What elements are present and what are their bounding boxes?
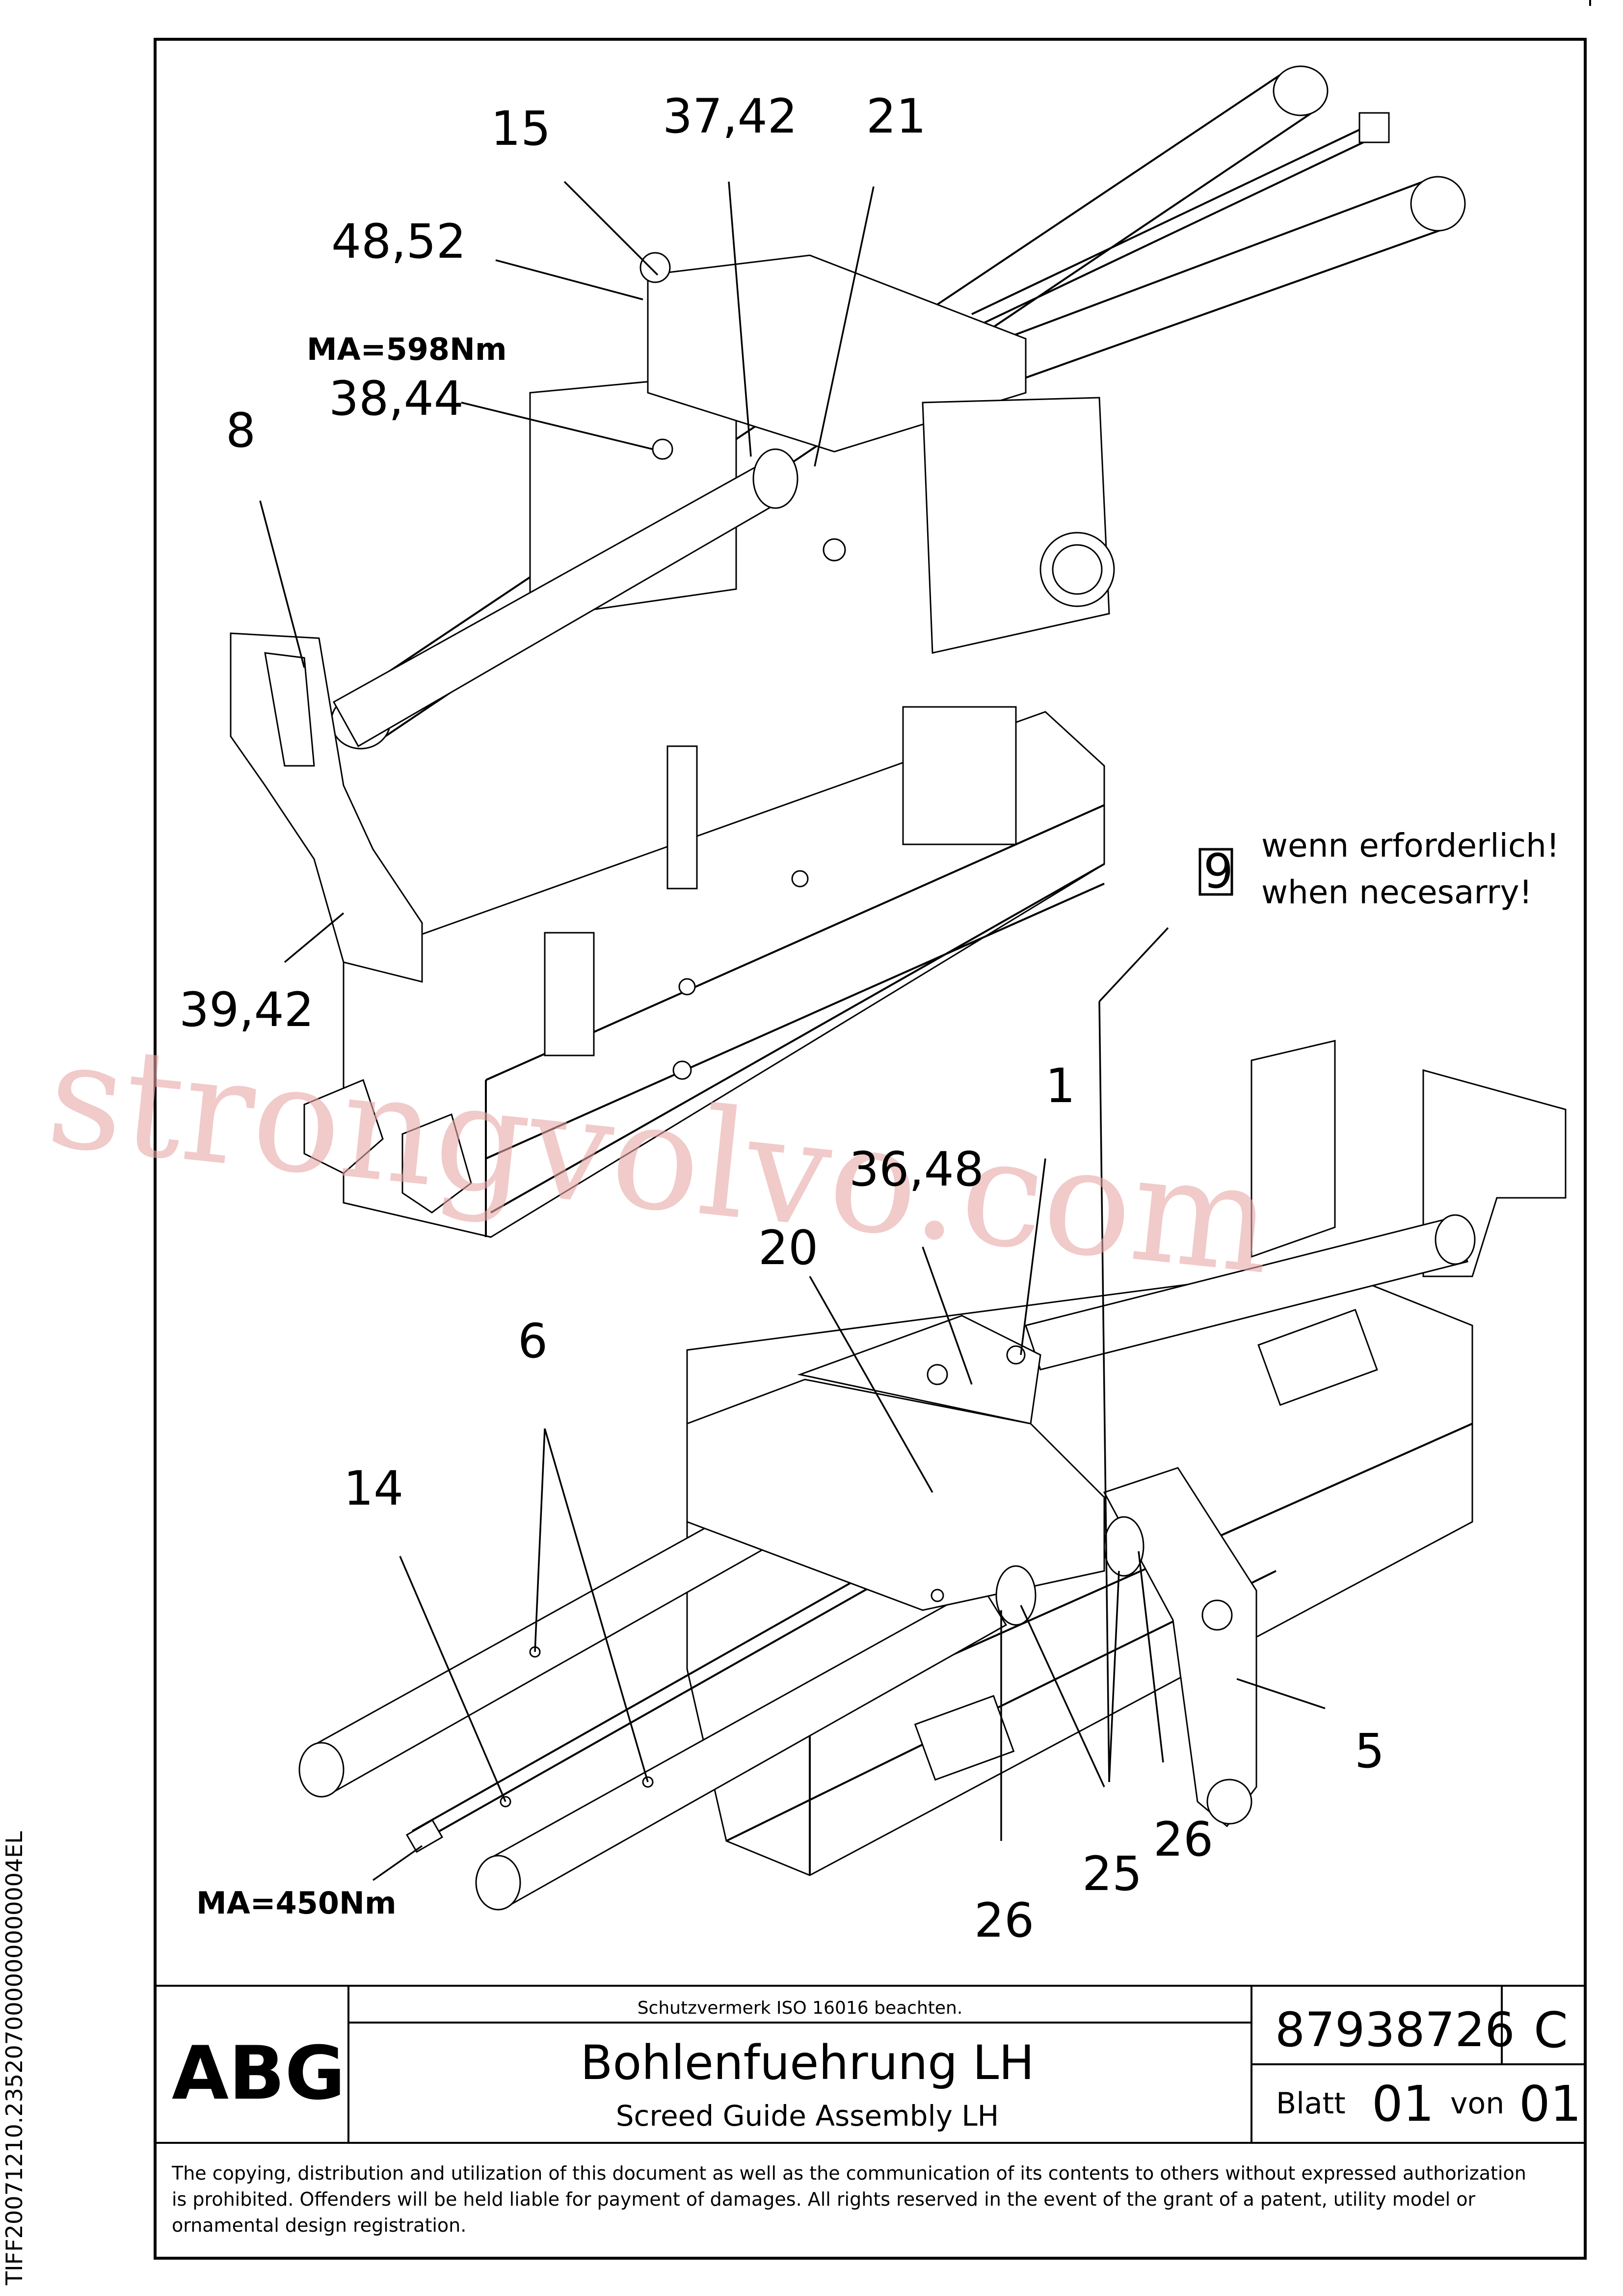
callout-14: 14 xyxy=(344,1461,403,1516)
drawing-frame xyxy=(154,38,1587,2260)
sheet-label: Blatt xyxy=(1276,2086,1346,2121)
callout-26-right: 26 xyxy=(1153,1812,1213,1867)
copyright-notice: The copying, distribution and utilizatio… xyxy=(171,2162,1526,2236)
callout-26-bottom: 26 xyxy=(974,1893,1034,1948)
torque-lower: MA=450Nm xyxy=(196,1885,397,1921)
revision: C xyxy=(1534,2001,1568,2059)
callout-37-42: 37,42 xyxy=(663,89,798,144)
copyright-line-3: ornamental design registration. xyxy=(172,2215,466,2236)
lower-assembly-view xyxy=(298,1040,1567,1911)
of-label: von xyxy=(1450,2086,1504,2121)
of-value: 01 xyxy=(1519,2075,1581,2133)
callout-39-42: 39,42 xyxy=(179,982,314,1037)
drawing-title-en: Screed Guide Assembly LH xyxy=(616,2099,999,2133)
torque-upper: MA=598Nm xyxy=(307,331,507,367)
upper-assembly-view xyxy=(230,65,1466,1238)
callout-20: 20 xyxy=(758,1220,818,1275)
callout-38-44: 38,44 xyxy=(329,371,464,426)
sheet-value: 01 xyxy=(1372,2075,1434,2133)
note-line-en: when necesarry! xyxy=(1261,873,1532,911)
callout-5: 5 xyxy=(1355,1724,1384,1779)
abg-logo: ABG xyxy=(172,2031,346,2116)
callout-1: 1 xyxy=(1045,1058,1075,1113)
callout-48-52: 48,52 xyxy=(331,214,466,269)
note-badge-box xyxy=(1198,848,1233,896)
side-file-code: TIFF20071210.235207000000000004EL xyxy=(1,1831,27,2286)
callout-36-48: 36,48 xyxy=(849,1142,984,1197)
drawing-title-de: Bohlenfuehrung LH xyxy=(581,2035,1035,2090)
callout-labels: 15 37,42 21 48,52 MA=598Nm 38,44 8 39,42… xyxy=(179,89,1384,1948)
note-line-de: wenn erforderlich! xyxy=(1261,827,1559,864)
callout-15: 15 xyxy=(491,101,551,156)
callout-21: 21 xyxy=(866,89,926,144)
copyright-line-1: The copying, distribution and utilizatio… xyxy=(171,2162,1526,2184)
optional-note: 9 wenn erforderlich! when necesarry! xyxy=(1198,827,1559,911)
title-block: ABG Schutzvermerk ISO 16016 beachten. Bo… xyxy=(155,1985,1585,2144)
callout-6: 6 xyxy=(518,1314,548,1369)
part-number: 87938726 xyxy=(1275,2002,1515,2057)
callout-25: 25 xyxy=(1082,1846,1142,1901)
copyright-line-2: is prohibited. Offenders will be held li… xyxy=(172,2188,1476,2210)
protection-note: Schutzvermerk ISO 16016 beachten. xyxy=(638,1998,963,2018)
note-badge: 9 xyxy=(1203,844,1233,899)
callout-8: 8 xyxy=(226,403,256,458)
leader-lines xyxy=(259,181,1326,1881)
